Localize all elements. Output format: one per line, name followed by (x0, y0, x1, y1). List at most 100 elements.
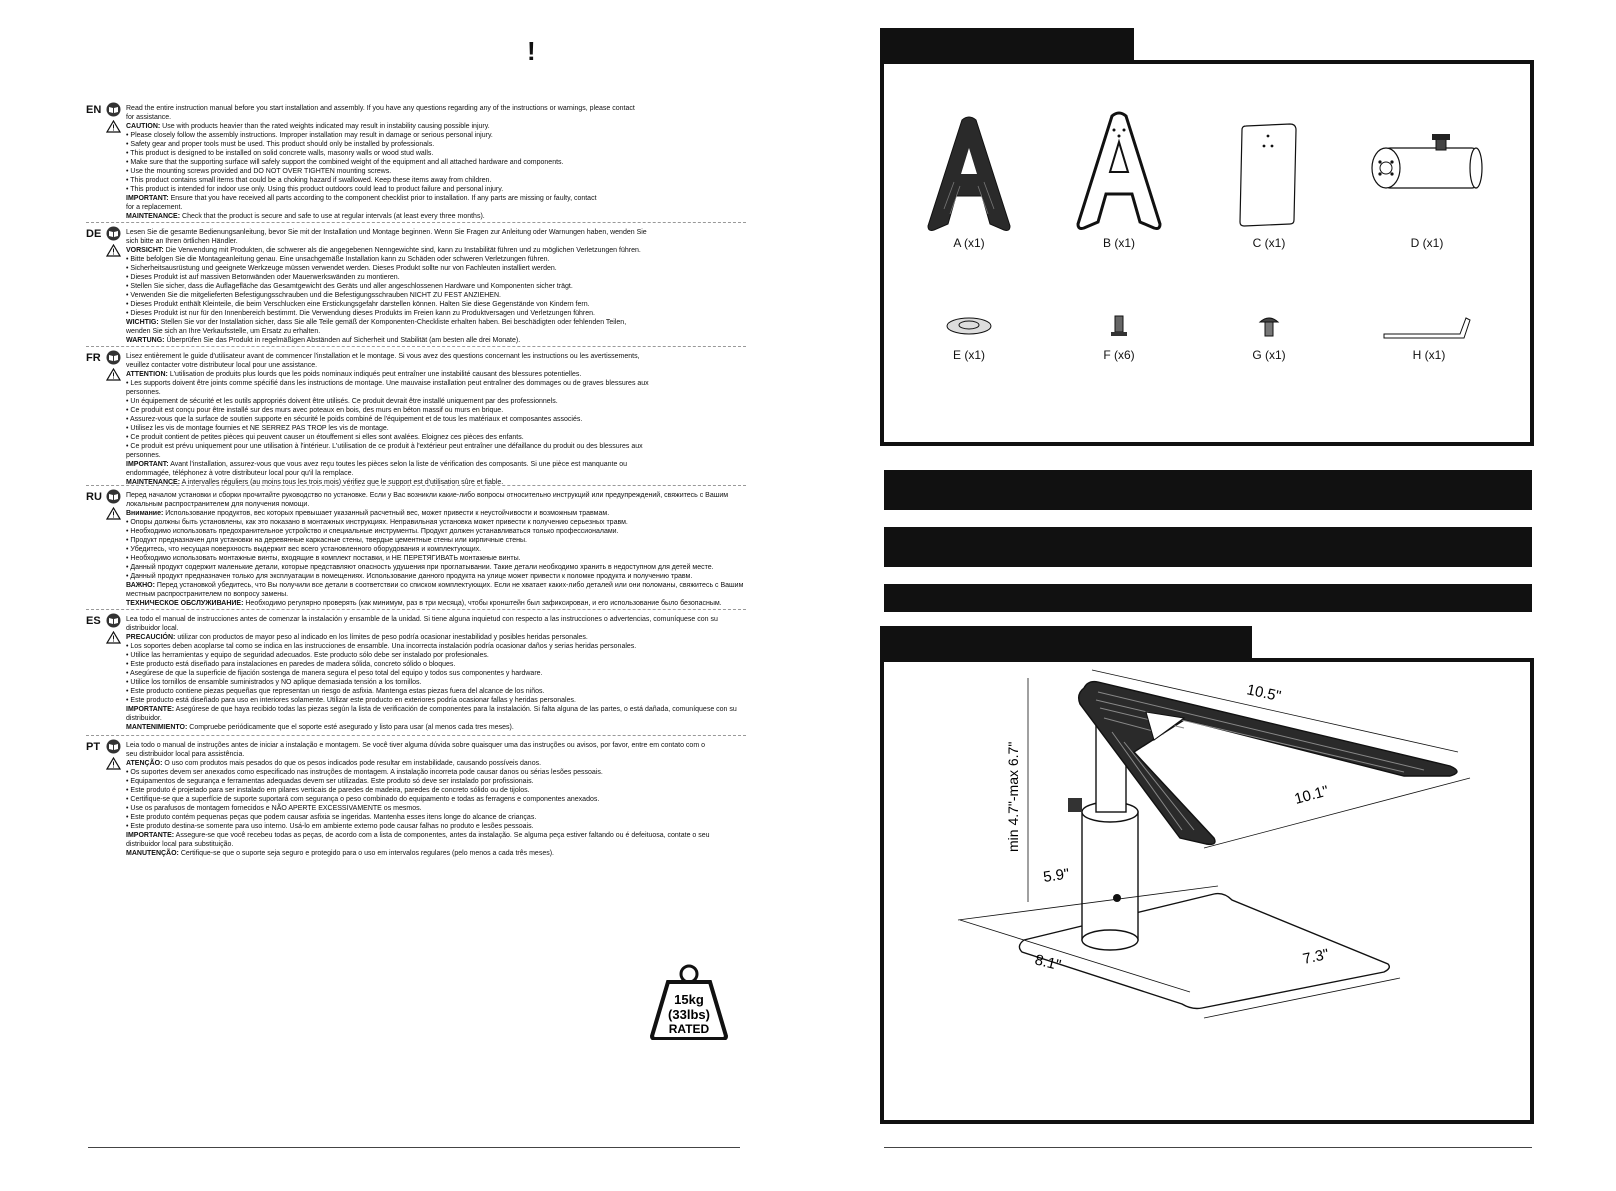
warning-triangle-icon (106, 631, 121, 644)
part-label: C (x1) (1252, 236, 1286, 250)
line-text: Stellen Sie vor der Installation sicher,… (158, 319, 627, 326)
parts-header-tab (880, 28, 1134, 62)
text-line: • Данный продукт содержит маленькие дета… (126, 563, 746, 572)
text-line: • Dieses Produkt ist auf massiven Betonw… (126, 273, 746, 282)
text-line: • Les supports doivent être joints comme… (126, 379, 746, 388)
section-text: Lesen Sie die gesamte Bedienungsanleitun… (126, 228, 746, 345)
dimensions-header-tab (880, 626, 1252, 660)
text-line: • Verwenden Sie die mitgelieferten Befes… (126, 291, 746, 300)
emphasis-label: IMPORTANTE: (126, 832, 175, 839)
line-text: • Utilice los tornillos de ensamble sumi… (126, 679, 422, 686)
text-line: • Make sure that the supporting surface … (126, 158, 746, 167)
text-line: IMPORTANTE: Assegure-se que você recebeu… (126, 831, 746, 840)
info-bar-2 (884, 527, 1532, 567)
line-text: • Данный продукт содержит маленькие дета… (126, 564, 714, 571)
line-text: • Equipamentos de segurança e ferramenta… (126, 778, 534, 785)
text-line: • Este produto destina-se somente para u… (126, 822, 746, 831)
text-line: • Assurez-vous que la surface de soutien… (126, 415, 746, 424)
line-text: • Make sure that the supporting surface … (126, 159, 564, 166)
line-text: • Данный продукт предназначен только для… (126, 573, 693, 580)
text-line: • Este produto contém pequenas peças que… (126, 813, 746, 822)
line-text: • Este producto contiene piezas pequeñas… (126, 688, 545, 695)
warning-triangle-icon (106, 507, 121, 520)
line-text: Использование продуктов, вес которых пре… (163, 510, 610, 517)
text-line: • Ce produit contient de petites pièces … (126, 433, 746, 442)
part-label: G (x1) (1252, 348, 1286, 362)
line-text: Avant l'installation, assurez-vous que v… (168, 461, 628, 468)
text-line: • Dieses Produkt enthält Kleinteile, die… (126, 300, 746, 309)
text-line: • Bitte befolgen Sie die Montageanleitun… (126, 255, 746, 264)
line-text: Die Verwendung mit Produkten, die schwer… (163, 247, 641, 254)
section-text: Leia todo o manual de instruções antes d… (126, 741, 746, 858)
part-label: D (x1) (1410, 236, 1444, 250)
text-line: • Please closely follow the assembly ins… (126, 131, 746, 140)
line-text: • Убедитесь, что несущая поверхность выд… (126, 546, 482, 553)
line-text: • Use the mounting screws provided and D… (126, 168, 392, 175)
line-text: wenden Sie sich an Ihre Verkaufsstelle, … (126, 328, 321, 335)
text-line: MAINTENANCE: A intervalles réguliers (au… (126, 478, 746, 487)
line-text: • Необходимо использовать монтажные винт… (126, 555, 521, 562)
part-label: F (x6) (1103, 348, 1135, 362)
emphasis-label: CAUTION: (126, 123, 161, 130)
text-line: • Stellen Sie sicher, dass die Auflagefl… (126, 282, 746, 291)
line-text: • Bitte befolgen Sie die Montageanleitun… (126, 256, 550, 263)
line-text: • Les supports doivent être joints comme… (126, 380, 649, 387)
part-label: B (x1) (1102, 236, 1135, 250)
read-manual-icon (106, 613, 121, 628)
line-text: utilizar con productos de mayor peso al … (175, 634, 588, 641)
line-text: • Un équipement de sécurité et les outil… (126, 398, 558, 405)
text-line: • Utilice los tornillos de ensamble sumi… (126, 678, 746, 687)
line-text: • Safety gear and proper tools must be u… (126, 141, 435, 148)
text-line: sich bitte an Ihren örtlichen Händler. (126, 237, 746, 246)
text-line: ATENÇÃO: O uso com produtos mais pesados… (126, 759, 746, 768)
line-text: • This product is designed to be install… (126, 150, 434, 157)
emphasis-label: ТЕХНИЧЕСКОЕ ОБСЛУЖИВАНИЕ: (126, 600, 244, 607)
line-text: • Dieses Produkt ist auf massiven Betonw… (126, 274, 400, 281)
warning-triangle-icon (106, 120, 121, 133)
line-text: • Este produto destina-se somente para u… (126, 823, 534, 830)
text-line: местным распространителем по вопросу зам… (126, 590, 746, 599)
text-line: • Продукт предназначен для установки на … (126, 536, 746, 545)
line-text: Lesen Sie die gesamte Bedienungsanleitun… (126, 229, 647, 236)
emphasis-label: WARTUNG: (126, 337, 165, 344)
line-text: • Assurez-vous que la surface de soutien… (126, 416, 583, 423)
text-line: • Данный продукт предназначен только для… (126, 572, 746, 581)
warning-exclamation: ! (527, 36, 536, 66)
page-bottom-rule-right (884, 1147, 1532, 1148)
line-text: • Продукт предназначен для установки на … (126, 537, 527, 544)
text-line: • Safety gear and proper tools must be u… (126, 140, 746, 149)
part-d: D (x1) (1352, 128, 1502, 264)
line-text: • This product is intended for indoor us… (126, 186, 504, 193)
text-line: WARTUNG: Überprüfen Sie das Produkt in r… (126, 336, 746, 345)
dim-top-length: 10.5" (1245, 681, 1282, 705)
text-line: • Необходимо использовать монтажные винт… (126, 554, 746, 563)
text-line: IMPORTANT: Ensure that you have received… (126, 194, 746, 203)
text-line: • Опоры должны быть установлены, как это… (126, 518, 746, 527)
line-text: sich bitte an Ihren örtlichen Händler. (126, 238, 238, 245)
line-text: distribuidor local para substituição. (126, 841, 234, 848)
text-line: • Este producto contiene piezas pequeñas… (126, 687, 746, 696)
text-line: WICHTIG: Stellen Sie vor der Installatio… (126, 318, 746, 327)
a-frame-outline-icon (1076, 111, 1162, 230)
text-line: veuillez contacter votre distributeur lo… (126, 361, 746, 370)
line-text: seu distribuidor local para assistência. (126, 751, 245, 758)
emphasis-label: IMPORTANT: (126, 195, 169, 202)
line-text: for assistance. (126, 114, 172, 121)
emphasis-label: WICHTIG: (126, 319, 159, 326)
line-text: distribuidor local. (126, 625, 179, 632)
part-b: B (x1) (1074, 110, 1164, 264)
line-text: personnes. (126, 452, 161, 459)
emphasis-label: PRECAUCIÓN: (126, 634, 176, 641)
line-text: • Este producto está diseñado para uso e… (126, 697, 576, 704)
text-line: • Use the mounting screws provided and D… (126, 167, 746, 176)
line-text: • Use os parafusos de montagem fornecido… (126, 805, 422, 812)
line-text: O uso com produtos mais pesados do que o… (162, 760, 542, 767)
text-line: Внимание: Использование продуктов, вес к… (126, 509, 746, 518)
text-line: ВАЖНО: Перед установкой убедитесь, что В… (126, 581, 746, 590)
line-text: • Stellen Sie sicher, dass die Auflagefl… (126, 283, 573, 290)
read-manual-icon (106, 226, 121, 241)
warning-triangle-icon (106, 244, 121, 257)
text-line: • Os suportes devem ser anexados como es… (126, 768, 746, 777)
text-line: seu distribuidor local para assistência. (126, 750, 746, 759)
base-plate-icon (1239, 123, 1297, 227)
